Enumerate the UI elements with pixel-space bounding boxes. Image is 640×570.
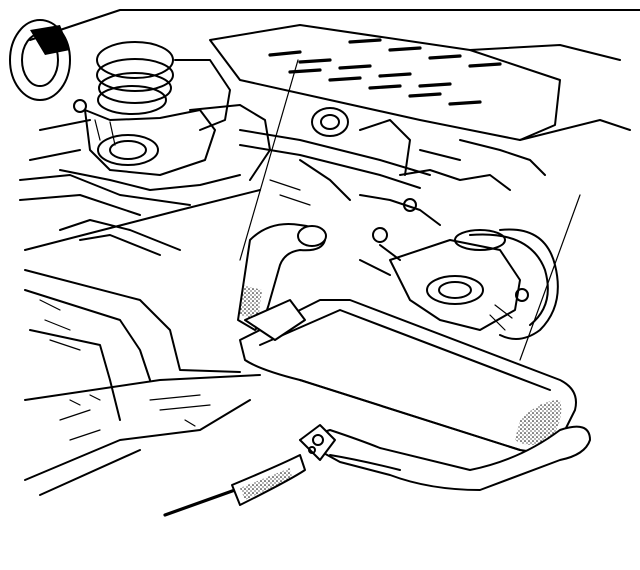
left-suspension bbox=[9, 19, 271, 191]
leader-lines bbox=[239, 59, 581, 361]
exhaust-hanger bbox=[299, 424, 336, 461]
muffler-assembly bbox=[237, 223, 577, 453]
underbody-floor-pan bbox=[19, 9, 640, 496]
tailpipe bbox=[163, 424, 591, 517]
right-suspension bbox=[359, 228, 559, 340]
heat-shield bbox=[209, 24, 631, 141]
rear-axle-crossmember bbox=[239, 107, 546, 243]
